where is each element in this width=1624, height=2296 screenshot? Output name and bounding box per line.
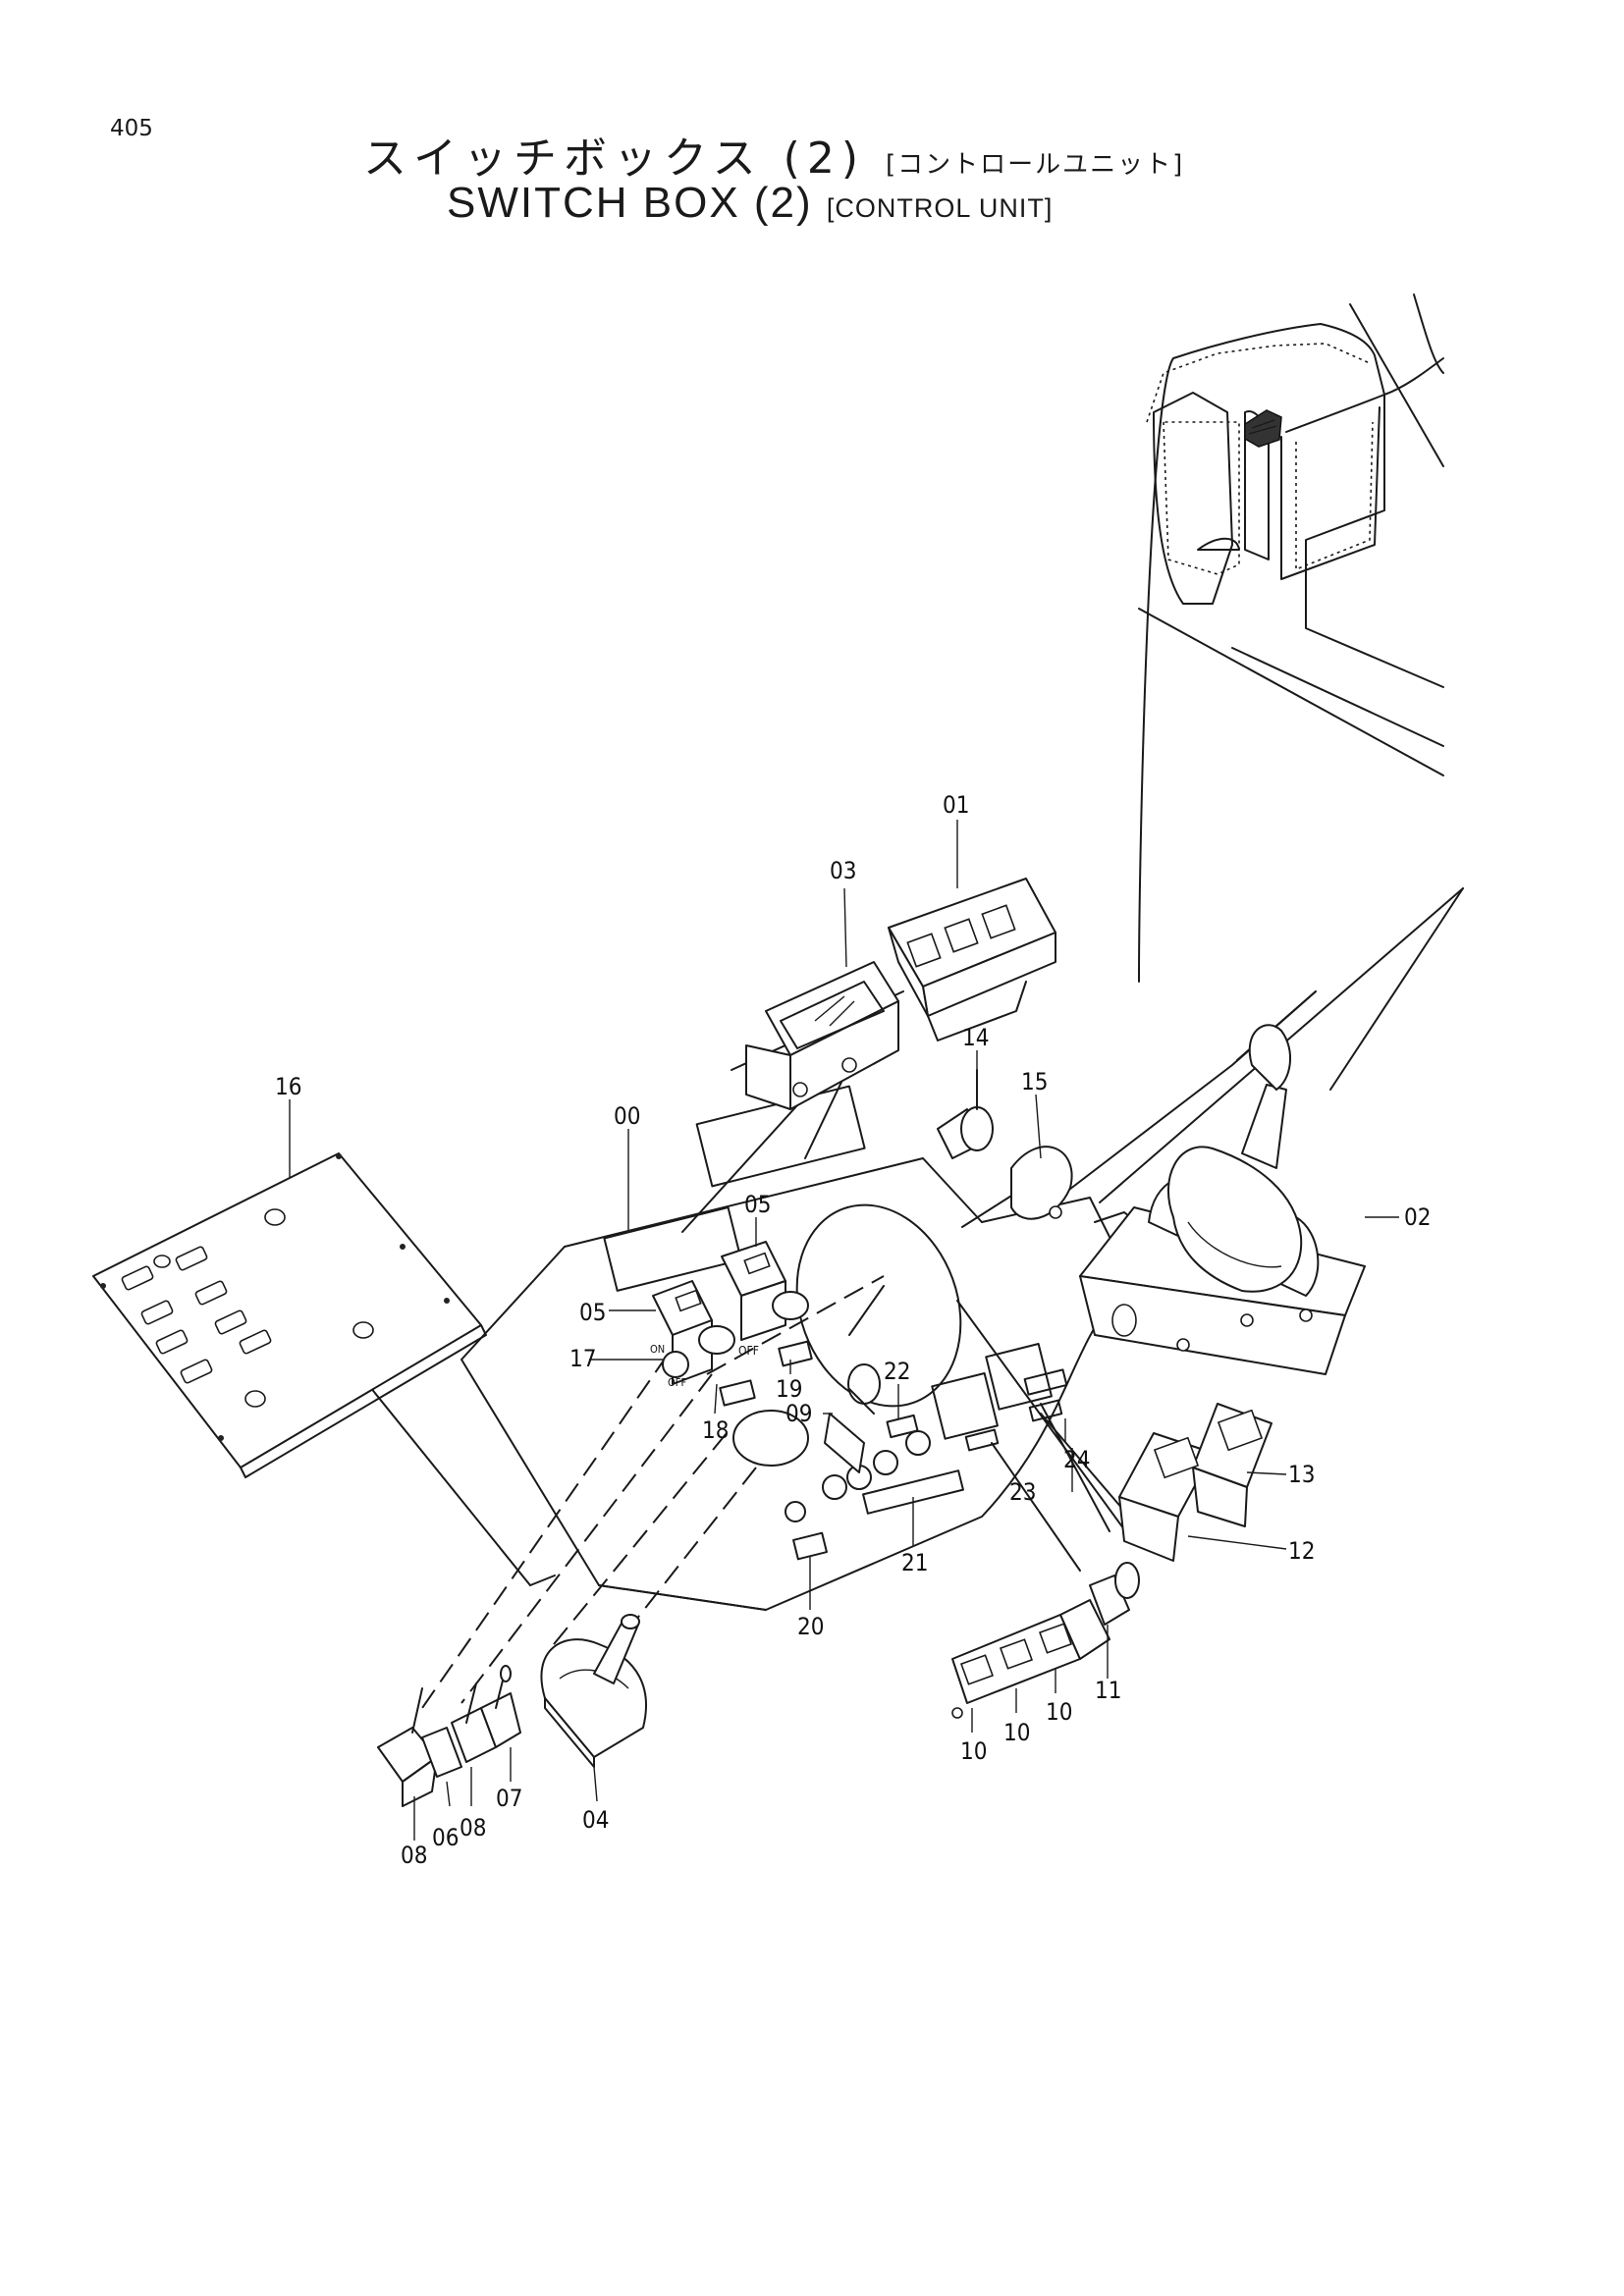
callout-04: 04 [582, 1806, 609, 1834]
callout-03: 03 [830, 857, 856, 884]
assembly-leader-lines [303, 887, 1464, 1709]
part-09-knob [824, 1363, 881, 1473]
title-japanese: スイッチボックス (2) [コントロールユニット] [363, 123, 1184, 186]
callout-19: 19 [776, 1375, 802, 1403]
callout-11: 11 [1095, 1677, 1121, 1704]
callout-00: 00 [614, 1102, 640, 1130]
switch17-on-label: ON [650, 1343, 665, 1356]
title-english-main: SWITCH BOX (2) [447, 179, 813, 227]
callout-leaders [289, 820, 1399, 1841]
part-02-joystick [1079, 1024, 1366, 1375]
callout-06: 06 [432, 1824, 459, 1851]
callout-05-lower: 05 [579, 1299, 606, 1326]
title-english-sub: [CONTROL UNIT] [826, 193, 1054, 223]
part-06-07-08-toggles [377, 1665, 521, 1807]
callout-22: 22 [884, 1358, 910, 1385]
part-10-11-switch-row [951, 1562, 1140, 1719]
callout-01: 01 [943, 791, 969, 819]
callout-13: 13 [1288, 1461, 1315, 1488]
part-12-13-switches [1118, 1403, 1272, 1562]
callout-02: 02 [1404, 1203, 1431, 1231]
callout-12: 12 [1288, 1537, 1315, 1565]
callout-08-left: 08 [401, 1842, 427, 1869]
callout-20: 20 [797, 1613, 824, 1640]
callout-14: 14 [962, 1024, 989, 1051]
callout-23: 23 [1009, 1478, 1036, 1506]
machine-cab-inset [1138, 294, 1444, 983]
part-01-switch-housing [888, 878, 1056, 1041]
callout-10-left: 10 [960, 1737, 987, 1765]
console-panel [460, 1085, 1130, 1611]
part-04-joystick [540, 1614, 647, 1768]
part-16-circuit-board [92, 1152, 487, 1478]
switch-off-label: OFF [738, 1344, 759, 1358]
callout-labels: 01 02 03 04 05 05 06 07 08 08 09 10 10 1… [275, 791, 1431, 1869]
callout-08-right: 08 [460, 1814, 486, 1842]
part-03-gauge-housing [745, 961, 899, 1110]
part-05-switches: OFF [652, 1241, 809, 1385]
callout-10-mid: 10 [1003, 1719, 1030, 1746]
callout-10-right: 10 [1046, 1698, 1072, 1726]
callout-21: 21 [901, 1549, 928, 1576]
switch17-off-label: OFF [668, 1376, 686, 1389]
callout-17: 17 [569, 1345, 596, 1372]
callout-18: 18 [702, 1416, 729, 1444]
title-japanese-sub: [コントロールユニット] [886, 150, 1185, 180]
callout-09: 09 [785, 1400, 812, 1427]
page-number: 405 [110, 116, 153, 141]
title-japanese-main: スイッチボックス (2) [363, 133, 865, 184]
callout-15: 15 [1021, 1068, 1048, 1095]
callout-05-upper: 05 [744, 1191, 771, 1218]
part-17-switch: ON OFF [650, 1343, 689, 1389]
callout-07: 07 [496, 1785, 522, 1812]
callout-16: 16 [275, 1073, 301, 1100]
callout-24: 24 [1063, 1446, 1090, 1473]
part-14-15-connector [937, 1069, 1073, 1220]
title-english: SWITCH BOX (2) [CONTROL UNIT] [447, 179, 1053, 228]
